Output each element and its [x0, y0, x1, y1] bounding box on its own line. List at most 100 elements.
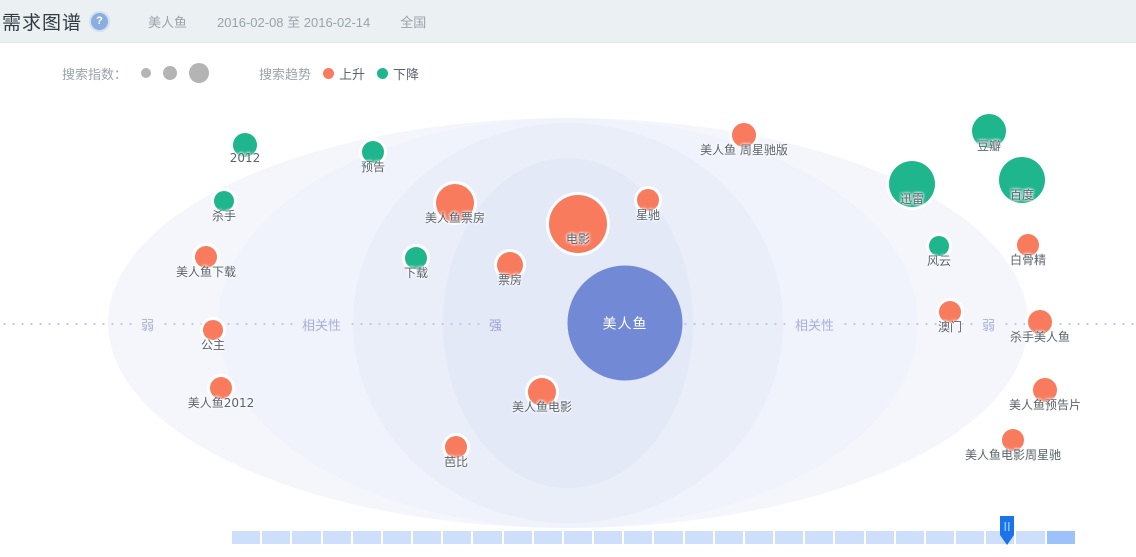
center-bubble[interactable]: 美人鱼	[567, 265, 683, 381]
bubble-node-label: 芭比	[443, 455, 469, 469]
slider-segment[interactable]	[533, 531, 562, 544]
axis-dots-segment	[841, 323, 975, 325]
bubble-circle[interactable]	[1028, 310, 1052, 334]
slider-segment[interactable]	[473, 531, 502, 544]
timeline-slider-track[interactable]	[232, 531, 1077, 544]
slider-segment[interactable]	[352, 531, 381, 544]
legend-trend-down-icon	[377, 67, 389, 79]
bubble-node-label: 星驰	[635, 208, 661, 222]
bubble-node-label: 澳门	[937, 320, 963, 334]
bubble-node[interactable]: 芭比	[444, 436, 468, 469]
bubble-node[interactable]: 杀手	[212, 191, 236, 223]
legend-index-label: 搜索指数：	[62, 66, 128, 82]
bubble-node[interactable]: 白骨精	[1010, 234, 1046, 267]
slider-segment[interactable]	[775, 531, 804, 544]
bubble-circle[interactable]	[195, 246, 217, 268]
slider-segment[interactable]	[322, 531, 351, 544]
bubble-node[interactable]: 百度	[999, 157, 1045, 203]
bubble-circle[interactable]	[1002, 429, 1024, 451]
header-region[interactable]: 全国	[400, 14, 427, 30]
bubble-node[interactable]: 美人鱼2012	[188, 377, 254, 410]
bubble-node-label: 美人鱼电影	[511, 400, 573, 414]
bubble-circle[interactable]	[362, 141, 384, 163]
bubble-node[interactable]: 迅雷	[889, 161, 935, 207]
axis-label-right-relevance: 相关性	[795, 317, 835, 333]
bubble-circle[interactable]	[233, 133, 257, 157]
bubble-circle[interactable]	[528, 378, 556, 406]
bubble-node[interactable]: 电影	[549, 195, 607, 253]
bubble-node[interactable]: 风云	[927, 236, 951, 268]
bubble-circle[interactable]	[1017, 234, 1039, 256]
bubble-node[interactable]: 下载	[404, 247, 428, 280]
slider-segment[interactable]	[835, 531, 864, 544]
bubble-circle[interactable]	[939, 301, 961, 323]
slider-segment[interactable]	[956, 531, 985, 544]
slider-segment[interactable]	[925, 531, 955, 544]
bubble-node[interactable]: 公主	[201, 320, 225, 352]
slider-segment[interactable]	[624, 531, 653, 544]
bubble-node-label: 下载	[403, 266, 429, 280]
slider-segment[interactable]	[805, 531, 834, 544]
slider-segment[interactable]	[1046, 531, 1075, 544]
bubble-node[interactable]: 美人鱼电影周星驰	[965, 429, 1061, 462]
bubble-circle[interactable]	[929, 236, 949, 256]
slider-segment[interactable]	[292, 531, 321, 544]
bubble-node-label: 2012	[229, 151, 261, 165]
slider-segment[interactable]	[413, 531, 442, 544]
slider-segment[interactable]	[895, 531, 924, 544]
bubble-node[interactable]: 票房	[497, 252, 523, 287]
slider-segment[interactable]	[714, 531, 743, 544]
bubble-circle[interactable]	[732, 123, 756, 147]
bubble-circle[interactable]	[1033, 378, 1057, 402]
bubble-circle[interactable]	[999, 157, 1045, 203]
slider-segment[interactable]	[382, 531, 412, 544]
legend-size-small-icon	[141, 68, 152, 78]
axis-dots-segment	[161, 323, 295, 325]
slider-segment[interactable]	[865, 531, 894, 544]
slider-segment[interactable]	[262, 531, 291, 544]
bubble-circle[interactable]	[889, 161, 935, 207]
bubble-node[interactable]: 预告	[361, 141, 385, 174]
bubble-circle[interactable]	[445, 436, 467, 458]
slider-segment[interactable]	[232, 531, 261, 544]
bubble-node[interactable]: 美人鱼下载	[176, 246, 236, 279]
bubble-node[interactable]: 美人鱼电影	[512, 378, 572, 414]
bubble-circle[interactable]	[210, 377, 232, 399]
bubble-circle[interactable]	[549, 195, 607, 253]
bubble-node-label: 票房	[497, 273, 523, 287]
header-date-range[interactable]: 2016-02-08 至 2016-02-14	[217, 14, 371, 30]
slider-segment[interactable]	[503, 531, 532, 544]
slider-segment[interactable]	[1016, 531, 1045, 544]
bubble-node[interactable]: 杀手美人鱼	[1010, 310, 1070, 344]
bubble-circle[interactable]	[214, 191, 234, 211]
slider-segment[interactable]	[744, 531, 774, 544]
legend-trend-label: 搜索趋势	[259, 66, 312, 82]
bubble-circle[interactable]	[637, 189, 659, 211]
bubble-node-label: 美人鱼票房	[424, 211, 486, 225]
slider-segment[interactable]	[443, 531, 472, 544]
bubble-circle[interactable]	[405, 247, 427, 269]
bubble-node[interactable]: 豆瓣	[972, 114, 1006, 153]
bubble-node[interactable]: 星驰	[636, 189, 660, 222]
bubble-node[interactable]: 2012	[230, 133, 260, 165]
bubble-circle[interactable]	[972, 114, 1006, 148]
bubble-circle[interactable]	[497, 252, 523, 278]
axis-dots-segment	[0, 323, 134, 325]
slider-segment[interactable]	[684, 531, 713, 544]
bubble-circle[interactable]	[203, 320, 223, 340]
legend-trend-up-icon	[323, 67, 335, 79]
slider-segment[interactable]	[563, 531, 593, 544]
bubble-node[interactable]: 美人鱼预告片	[1009, 378, 1081, 412]
bubble-node[interactable]: 澳门	[938, 301, 962, 334]
bubble-circle[interactable]	[436, 184, 474, 222]
page-title: 需求图谱	[2, 11, 83, 34]
legend-trend-down-label: 下降	[393, 66, 420, 82]
bubble-node-label: 杀手	[211, 209, 237, 223]
question-mark-icon[interactable]: ?	[91, 12, 109, 30]
bubble-node[interactable]: 美人鱼 周星驰版	[700, 123, 788, 157]
bubble-node[interactable]: 美人鱼票房	[425, 184, 485, 225]
slider-handle-icon[interactable]	[997, 516, 1017, 545]
header-keyword[interactable]: 美人鱼	[148, 14, 188, 30]
slider-segment[interactable]	[654, 531, 683, 544]
slider-segment[interactable]	[594, 531, 623, 544]
